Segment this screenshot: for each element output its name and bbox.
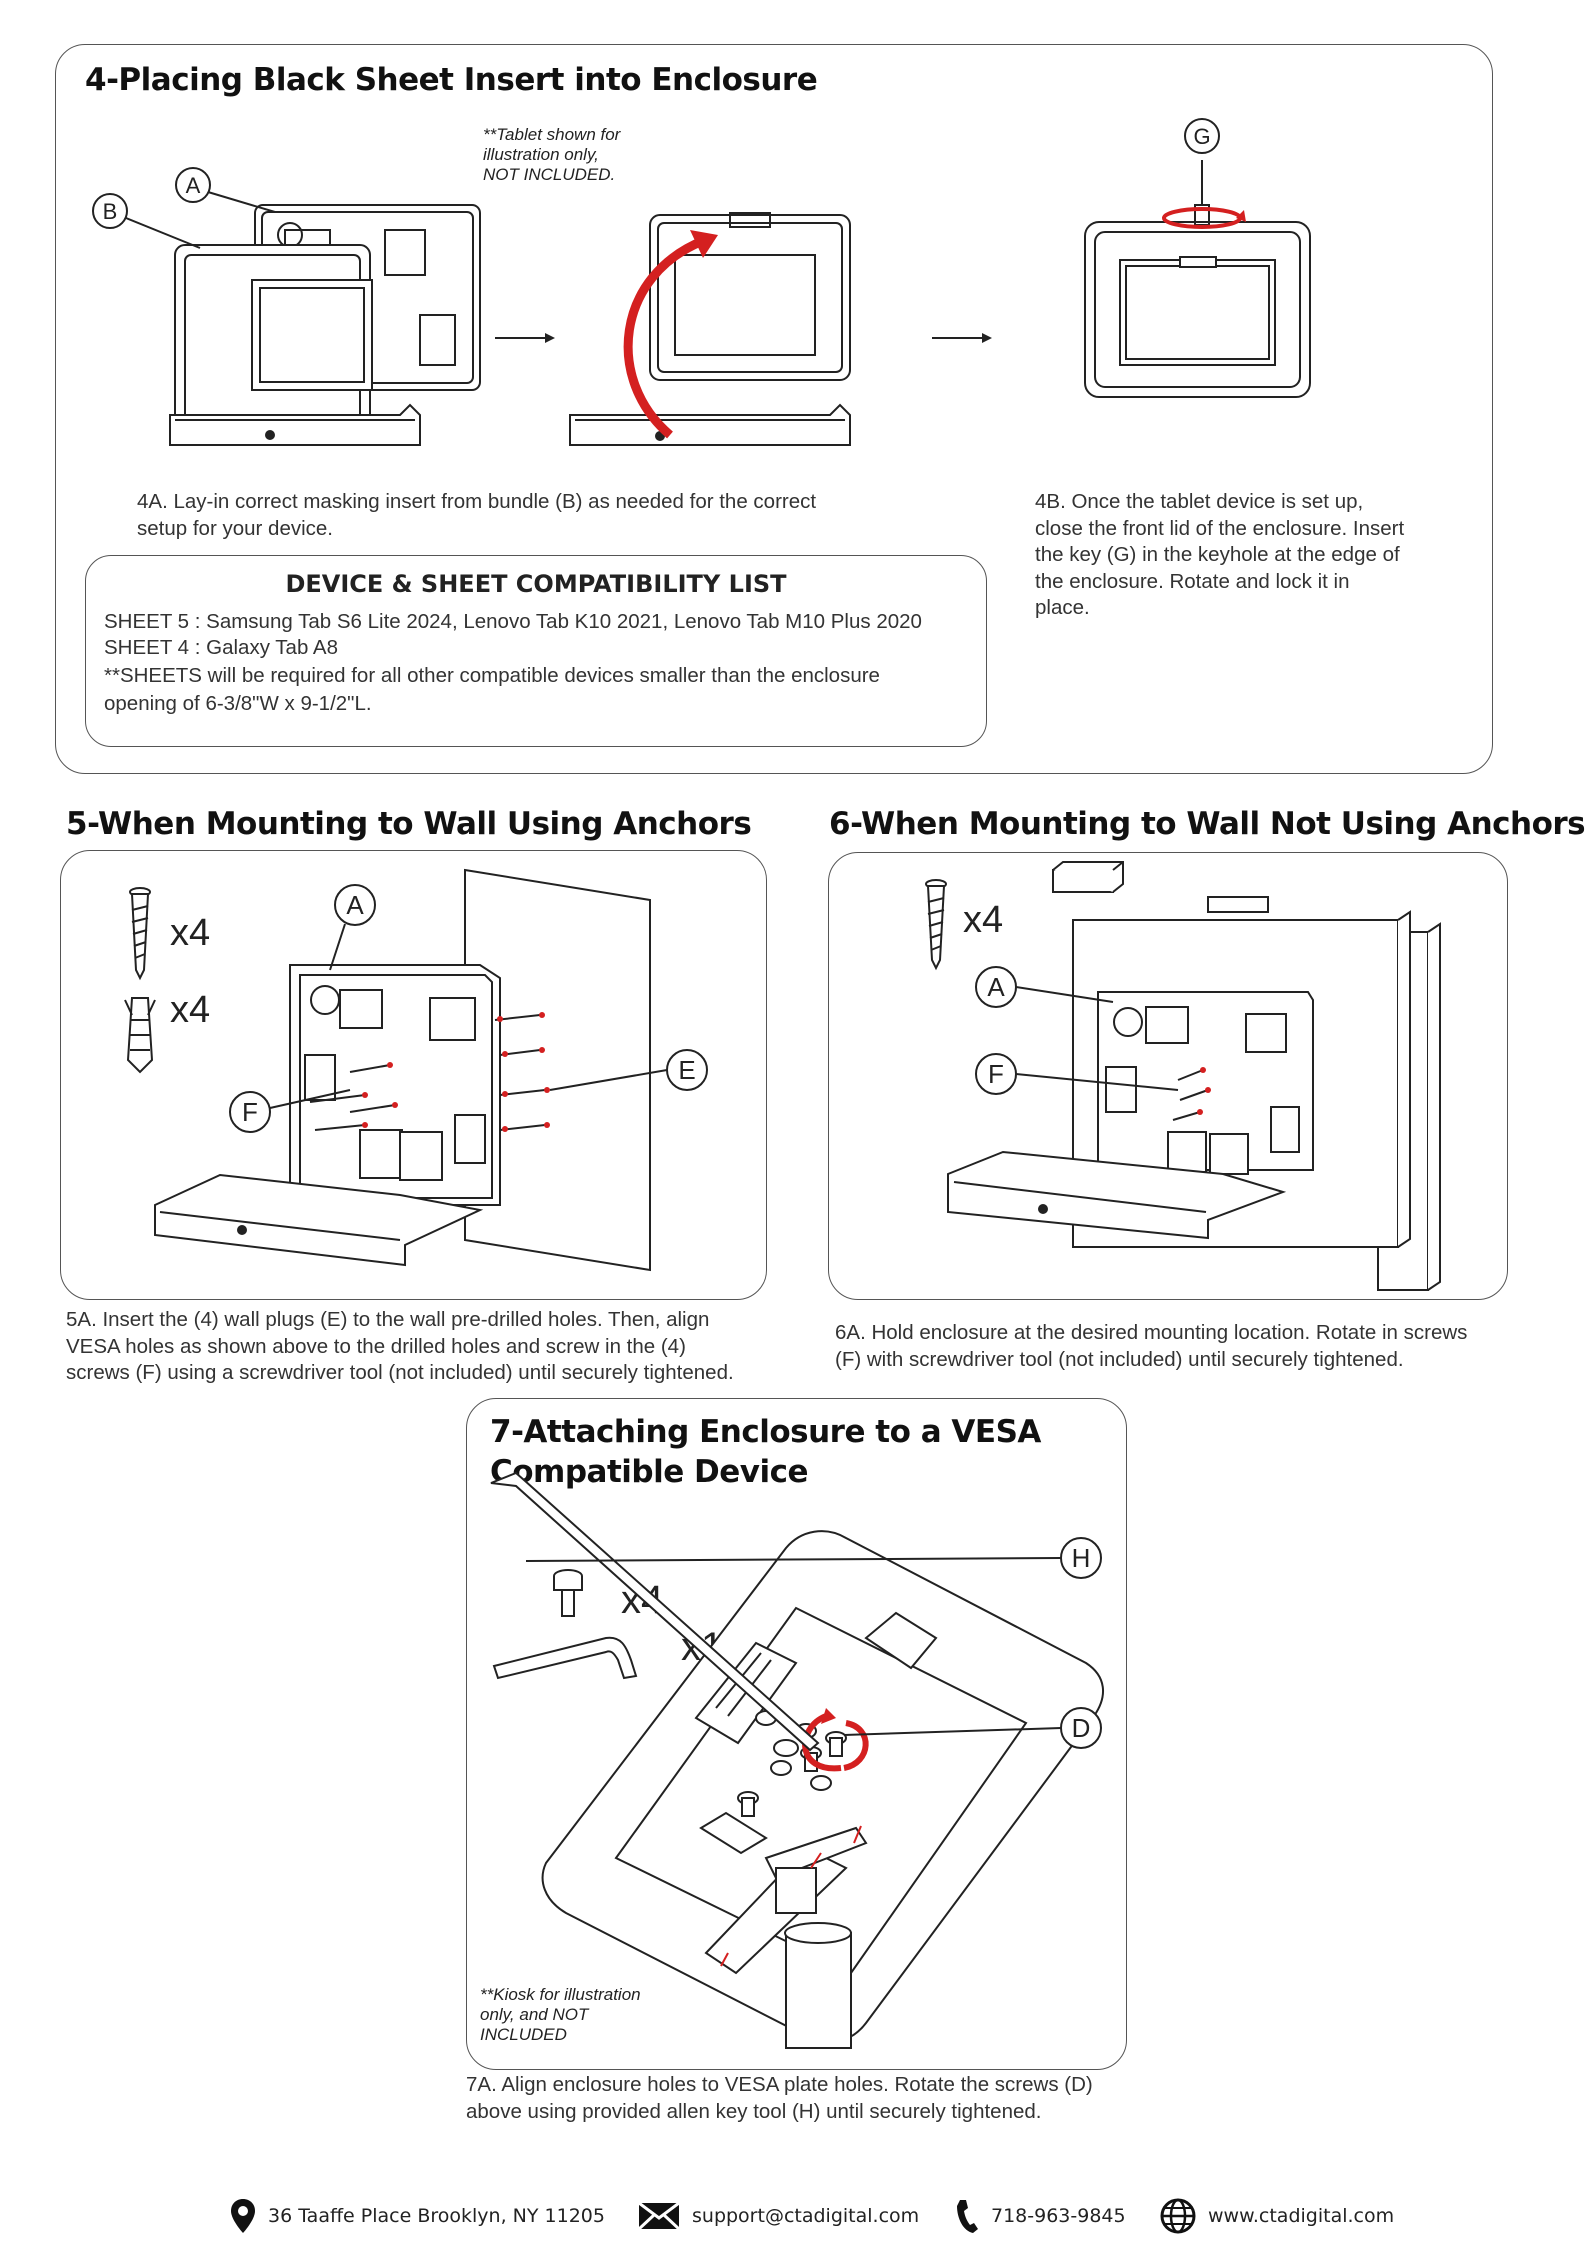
drill-hole-markers <box>362 1012 550 1132</box>
step-5a-text: 5A. Insert the (4) wall plugs (E) to the… <box>66 1307 734 1387</box>
compat-line-4: opening of 6-3/8"W x 9-1/2"L. <box>104 692 372 715</box>
globe-icon <box>1160 2198 1196 2234</box>
compat-line-1: SHEET 5 : Samsung Tab S6 Lite 2024, Leno… <box>104 610 922 633</box>
compat-line-2: SHEET 4 : Galaxy Tab A8 <box>104 636 338 659</box>
step-4a-line-1: 4A. Lay-in correct masking insert from b… <box>137 490 817 513</box>
section-7-panel <box>466 1398 1127 2070</box>
section-4-panel <box>55 44 1493 774</box>
wood-screw-icon <box>129 887 151 981</box>
tablet-note: **Tablet shown for illustration only, NO… <box>483 125 620 185</box>
screw-qty: x4 <box>170 912 210 954</box>
mounting-screws-6 <box>1172 1069 1209 1121</box>
screw-qty-6: x4 <box>963 899 1003 941</box>
step-6a-line-2: (F) with screwdriver tool (not included)… <box>835 1347 1404 1371</box>
tablet-note-line-3: NOT INCLUDED. <box>483 165 616 184</box>
wall-anchor-icon <box>124 997 156 1074</box>
enclosure-closing-lid <box>569 212 851 446</box>
enclosure-front-lid <box>154 1173 484 1267</box>
step-7a-line-2: above using provided allen key tool (H) … <box>466 2099 1042 2123</box>
step-6a-line-1: 6A. Hold enclosure at the desired mounti… <box>835 1321 1468 1344</box>
footer-website-text[interactable]: www.ctadigital.com <box>1208 2205 1395 2227</box>
step-4b-line-4: the enclosure. Rotate and lock it in <box>1035 569 1350 593</box>
section-7-title: 7-Attaching Enclosure to a VESA Compatib… <box>490 1412 1041 1492</box>
step-5a-line-3: screws (F) using a screwdriver tool (not… <box>66 1361 734 1384</box>
step-5a-line-1: 5A. Insert the (4) wall plugs (E) to the… <box>66 1308 710 1331</box>
compat-line-3: **SHEETS will be required for all other … <box>104 664 880 687</box>
section-7-title-line-2: Compatible Device <box>490 1454 809 1490</box>
enclosure-open-with-insert <box>169 204 481 446</box>
callout-a-label-5: A <box>346 890 364 920</box>
compatibility-list-box: DEVICE & SHEET COMPATIBILITY LIST SHEET … <box>85 555 987 747</box>
enclosure-front-lid-6 <box>947 1150 1287 1240</box>
callout-f-label: F <box>242 1097 258 1127</box>
step-6a-text: 6A. Hold enclosure at the desired mounti… <box>835 1320 1467 1373</box>
step-4b-text: 4B. Once the tablet device is set up, cl… <box>1035 489 1404 622</box>
step-4b-line-5: place. <box>1035 596 1090 619</box>
footer-phone-text[interactable]: 718-963-9845 <box>991 2205 1126 2227</box>
kiosk-note-line-3: INCLUDED <box>480 2025 567 2044</box>
step-4b-line-1: 4B. Once the tablet device is set up, <box>1035 490 1364 513</box>
step-7a-text: 7A. Align enclosure holes to VESA plate … <box>466 2072 1093 2125</box>
step-4b-line-2: close the front lid of the enclosure. In… <box>1035 516 1405 540</box>
callout-f-label-6: F <box>988 1059 1004 1089</box>
kiosk-note-line-2: only, and NOT <box>480 2005 589 2024</box>
callout-b-circle <box>92 193 128 229</box>
map-pin-icon <box>231 2199 255 2233</box>
footer-email[interactable]: support@ctadigital.com <box>638 2196 919 2236</box>
callout-a-circle-5 <box>334 884 376 926</box>
vesa-arm-markers <box>720 1825 862 1967</box>
callout-b-label: B <box>103 199 118 224</box>
section-7-illustration: x4 x1 H D <box>490 1471 1105 2049</box>
section-4-illustration: A B G <box>92 118 1311 446</box>
section-5-panel <box>60 850 767 1300</box>
callout-a-circle <box>175 167 211 203</box>
envelope-icon <box>638 2202 680 2230</box>
section-5-illustration: x4 x4 A <box>124 868 708 1272</box>
callout-f-circle <box>229 1091 271 1133</box>
phone-icon <box>957 2200 978 2233</box>
section-6-panel <box>828 852 1508 1300</box>
vesa-bolt-icon <box>553 1569 583 1617</box>
section-5-title: 5-When Mounting to Wall Using Anchors <box>66 806 752 842</box>
footer-address-text: 36 Taaffe Place Brooklyn, NY 11205 <box>268 2205 605 2227</box>
vesa-arm-and-pole <box>704 1826 868 2049</box>
anchor-qty: x4 <box>170 989 210 1031</box>
kiosk-note: **Kiosk for illustration only, and NOT I… <box>480 1985 641 2045</box>
compatibility-list-title: DEVICE & SHEET COMPATIBILITY LIST <box>285 570 787 598</box>
drill-hole-markers-6 <box>1197 1067 1211 1115</box>
step-4a-line-2: setup for your device. <box>137 516 333 540</box>
footer-address: 36 Taaffe Place Brooklyn, NY 11205 <box>230 2196 605 2236</box>
tablet-note-line-1: **Tablet shown for <box>483 125 621 144</box>
callout-g-circle <box>1184 118 1220 154</box>
enclosure-back-plate-6 <box>1097 991 1314 1175</box>
callout-g-label: G <box>1193 124 1210 149</box>
step-7a-line-1: 7A. Align enclosure holes to VESA plate … <box>466 2073 1093 2096</box>
tablet-note-line-2: illustration only, <box>483 145 599 164</box>
callout-e-label: E <box>678 1055 695 1085</box>
footer-phone[interactable]: 718-963-9845 <box>955 2196 1126 2236</box>
rotate-bolt-arrow <box>802 1713 842 1772</box>
step-5a-line-2: VESA holes as shown above to the drilled… <box>66 1334 686 1358</box>
footer-website[interactable]: www.ctadigital.com <box>1160 2196 1394 2236</box>
callout-d-label: D <box>1072 1713 1091 1743</box>
allen-key-in-use <box>490 1471 820 1752</box>
enclosure-closed-locked <box>1084 204 1311 398</box>
step-4a-text: 4A. Lay-in correct masking insert from b… <box>137 489 816 542</box>
allen-key-icon <box>492 1636 638 1680</box>
close-lid-arrow <box>623 235 707 439</box>
callout-h-label: H <box>1072 1543 1091 1573</box>
step-arrow-1 <box>495 333 555 343</box>
step-4b-line-3: the key (G) in the keyhole at the edge o… <box>1035 543 1400 566</box>
enclosure-back-plate <box>289 964 501 1206</box>
footer-email-text[interactable]: support@ctadigital.com <box>692 2205 920 2227</box>
step-arrow-2 <box>932 333 992 343</box>
wood-screw-icon-6 <box>925 879 947 971</box>
callout-a-label-6: A <box>987 972 1005 1002</box>
section-7-title-line-1: 7-Attaching Enclosure to a VESA <box>490 1414 1041 1450</box>
kiosk-note-line-1: **Kiosk for illustration <box>480 1985 641 2004</box>
section-6-illustration: x4 A F <box>925 861 1441 1291</box>
section-6-title: 6-When Mounting to Wall Not Using Anchor… <box>829 806 1586 842</box>
callout-a-label: A <box>186 173 201 198</box>
section-4-title: 4-Placing Black Sheet Insert into Enclos… <box>85 62 818 98</box>
